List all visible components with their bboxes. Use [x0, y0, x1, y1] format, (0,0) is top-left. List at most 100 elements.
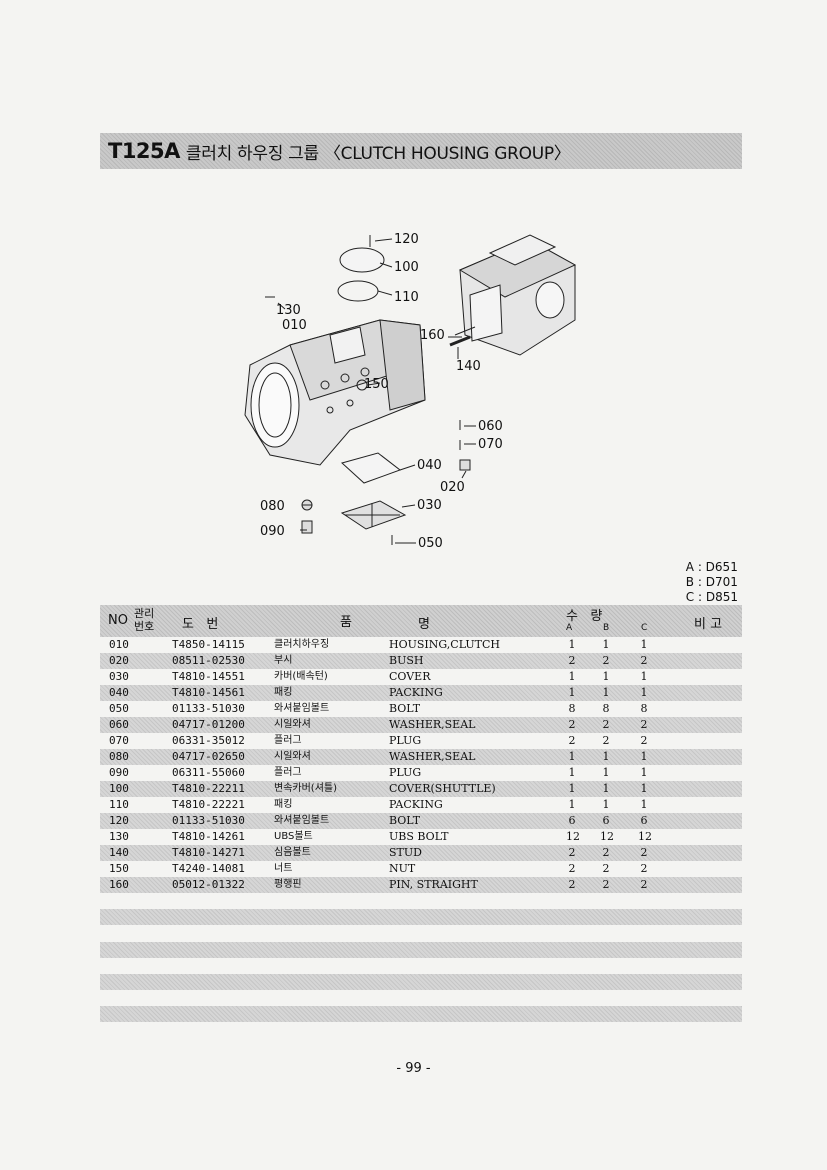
callout-020: 020 [440, 480, 465, 495]
page-number: - 99 - [396, 1061, 431, 1076]
row-qty-a: 2 [568, 734, 576, 747]
row-name-korean: 시일와셔 [274, 751, 311, 762]
row-qty-b: 2 [602, 878, 610, 891]
row-part-number: 05012-01322 [172, 878, 245, 891]
row-part-number: 01133-51030 [172, 814, 245, 827]
row-qty-c: 6 [640, 814, 648, 827]
row-part-number: 04717-01200 [172, 718, 245, 731]
row-qty-a: 1 [568, 798, 576, 811]
row-qty-c: 2 [640, 654, 648, 667]
row-name-korean: 카버(배속턴) [274, 671, 328, 682]
row-number: 050 [109, 702, 129, 715]
row-qty-a: 1 [568, 782, 576, 795]
row-name-english: PACKING [389, 686, 443, 699]
row-name-english: COVER [389, 670, 431, 683]
row-part-number: T4810-14551 [172, 670, 245, 683]
row-qty-c: 2 [640, 846, 648, 859]
row-qty-c: 2 [640, 878, 648, 891]
callout-060: 060 [478, 419, 503, 434]
row-qty-a: 2 [568, 862, 576, 875]
row-number: 090 [109, 766, 129, 779]
row-name-korean: 플러그 [274, 735, 302, 746]
row-name-korean: 플러그 [274, 767, 302, 778]
row-name-english: WASHER,SEAL [389, 750, 476, 763]
row-name-korean: 패킹 [274, 687, 293, 698]
row-qty-c: 2 [640, 718, 648, 731]
row-qty-c: 1 [640, 766, 648, 779]
callout-120: 120 [394, 232, 419, 247]
header-name-1: 품 [340, 615, 352, 630]
row-part-number: 01133-51030 [172, 702, 245, 715]
row-part-number: T4240-14081 [172, 862, 245, 875]
blank-row [100, 942, 742, 958]
row-number: 080 [109, 750, 129, 763]
row-number: 070 [109, 734, 129, 747]
row-name-english: COVER(SHUTTLE) [389, 782, 496, 795]
model-a: A : D651 [685, 560, 738, 574]
header-qty-a: A [566, 623, 573, 633]
row-name-english: WASHER,SEAL [389, 718, 476, 731]
row-name-korean: 너트 [274, 863, 293, 874]
row-name-english: UBS BOLT [389, 830, 449, 843]
row-qty-a: 6 [568, 814, 576, 827]
header-name-2: 명 [418, 617, 430, 632]
row-qty-a: 12 [566, 830, 580, 843]
callout-150: 150 [364, 377, 389, 392]
row-number: 030 [109, 670, 129, 683]
row-qty-a: 8 [568, 702, 576, 715]
callout-160: 160 [420, 328, 445, 343]
row-part-number: 06311-55060 [172, 766, 245, 779]
row-qty-b: 1 [602, 766, 610, 779]
row-part-number: 04717-02650 [172, 750, 245, 763]
row-number: 040 [109, 686, 129, 699]
row-name-english: BUSH [389, 654, 424, 667]
callout-050: 050 [418, 536, 443, 551]
header-qty: 수 량 [566, 609, 603, 624]
row-qty-b: 2 [602, 654, 610, 667]
row-qty-b: 1 [602, 798, 610, 811]
row-qty-b: 1 [602, 782, 610, 795]
row-qty-b: 1 [602, 750, 610, 763]
row-qty-b: 1 [602, 686, 610, 699]
row-name-korean: 와셔붙임볼트 [274, 703, 330, 714]
row-number: 130 [109, 830, 129, 843]
row-qty-b: 2 [602, 718, 610, 731]
row-qty-c: 1 [640, 686, 648, 699]
row-name-english: PACKING [389, 798, 443, 811]
row-name-korean: 시일와셔 [274, 719, 311, 730]
row-qty-b: 1 [602, 670, 610, 683]
section-title-bar: T125A 클러치 하우징 그룹 〈CLUTCH HOUSING GROUP〉 [100, 133, 742, 169]
row-qty-a: 2 [568, 654, 576, 667]
row-name-korean: 평행핀 [274, 879, 302, 890]
header-part-no: 도 번 [182, 617, 219, 632]
row-qty-c: 12 [638, 830, 652, 843]
row-name-english: HOUSING,CLUTCH [389, 638, 501, 651]
row-number: 140 [109, 846, 129, 859]
row-part-number: T4810-14261 [172, 830, 245, 843]
row-qty-c: 2 [640, 862, 648, 875]
section-title: 클러치 하우징 그룹 〈CLUTCH HOUSING GROUP〉 [185, 143, 571, 164]
section-code: T125A [108, 139, 180, 163]
callout-090: 090 [260, 524, 285, 539]
blank-row [100, 909, 742, 925]
row-qty-c: 1 [640, 750, 648, 763]
header-mgmt-no: 관리 번호 [134, 607, 155, 633]
row-qty-a: 1 [568, 766, 576, 779]
callout-010: 010 [282, 318, 307, 333]
row-name-english: PIN, STRAIGHT [389, 878, 478, 891]
header-qty-c: C [641, 623, 648, 633]
callout-080: 080 [260, 499, 285, 514]
row-qty-b: 12 [600, 830, 614, 843]
